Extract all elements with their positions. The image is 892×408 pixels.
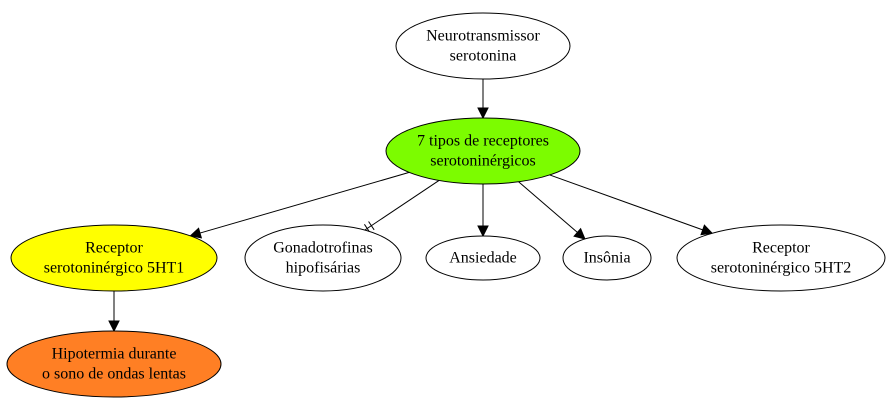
edge-line bbox=[199, 171, 410, 234]
node-ellipse bbox=[6, 330, 222, 398]
node-label-line: serotoninérgicos bbox=[430, 153, 535, 170]
node-ellipse bbox=[562, 235, 652, 281]
node-receptor-5ht1: Receptor serotoninérgico 5HT1 bbox=[10, 224, 218, 292]
node-label-line: Receptor bbox=[85, 240, 143, 257]
edge-line bbox=[518, 181, 578, 233]
edge-serotonina-to-receptores bbox=[477, 79, 489, 120]
node-label-line: hipofisárias bbox=[286, 260, 361, 277]
arrow-head bbox=[700, 224, 714, 236]
node-label-line: Ansiedade bbox=[449, 250, 517, 267]
node-ansiedade: Ansiedade bbox=[425, 235, 541, 281]
edge-line bbox=[364, 179, 440, 231]
node-receptor-5ht2: Receptor serotoninérgico 5HT2 bbox=[676, 224, 886, 292]
edges-layer bbox=[108, 79, 714, 333]
arrow-head bbox=[477, 107, 489, 120]
node-receptores: 7 tipos de receptores serotoninérgicos bbox=[385, 117, 581, 185]
edge-receptores-to-insonia bbox=[518, 181, 586, 240]
node-ellipse bbox=[676, 224, 886, 292]
node-label-line: serotoninérgico 5HT1 bbox=[44, 260, 185, 277]
node-label-line: Receptor bbox=[752, 240, 810, 257]
node-label-line: serotonina bbox=[450, 48, 517, 65]
node-ellipse bbox=[244, 224, 402, 292]
node-gonadotrofinas: Gonadotrofinas hipofisárias bbox=[244, 224, 402, 292]
node-label-line: serotoninérgico 5HT2 bbox=[711, 260, 852, 277]
node-ellipse bbox=[395, 12, 571, 80]
node-serotonina: Neurotransmissor serotonina bbox=[395, 12, 571, 80]
arrow-head bbox=[108, 320, 120, 333]
node-hipotermia: Hipotermia durante o sono de ondas lentas bbox=[6, 330, 222, 398]
node-label-line: 7 tipos de receptores bbox=[417, 133, 549, 150]
tee-bar-2 bbox=[368, 221, 375, 231]
node-label-line: Gonadotrofinas bbox=[273, 240, 373, 257]
edge-receptores-to-ansiedade bbox=[477, 184, 489, 238]
edge-receptores-to-gonadotrofinas bbox=[363, 179, 440, 233]
nodes-layer: Neurotransmissor serotonina 7 tipos de rec… bbox=[6, 12, 886, 398]
node-label-line: Hipotermia durante bbox=[52, 346, 177, 363]
node-ellipse bbox=[385, 117, 581, 185]
arrow-head bbox=[477, 225, 489, 238]
edge-line bbox=[549, 174, 703, 231]
node-ellipse bbox=[425, 235, 541, 281]
edge-receptor_5ht1-to-hipotermia bbox=[108, 291, 120, 333]
arrow-head bbox=[189, 227, 203, 239]
node-insonia: Insônia bbox=[562, 235, 652, 281]
node-label-line: o sono de ondas lentas bbox=[42, 366, 186, 383]
node-label-line: Insônia bbox=[583, 250, 630, 267]
node-label-line: Neurotransmissor bbox=[426, 28, 540, 45]
arrow-head bbox=[573, 227, 586, 240]
edge-receptores-to-receptor_5ht1 bbox=[189, 171, 410, 239]
edge-receptores-to-receptor_5ht2 bbox=[549, 174, 714, 236]
node-ellipse bbox=[10, 224, 218, 292]
